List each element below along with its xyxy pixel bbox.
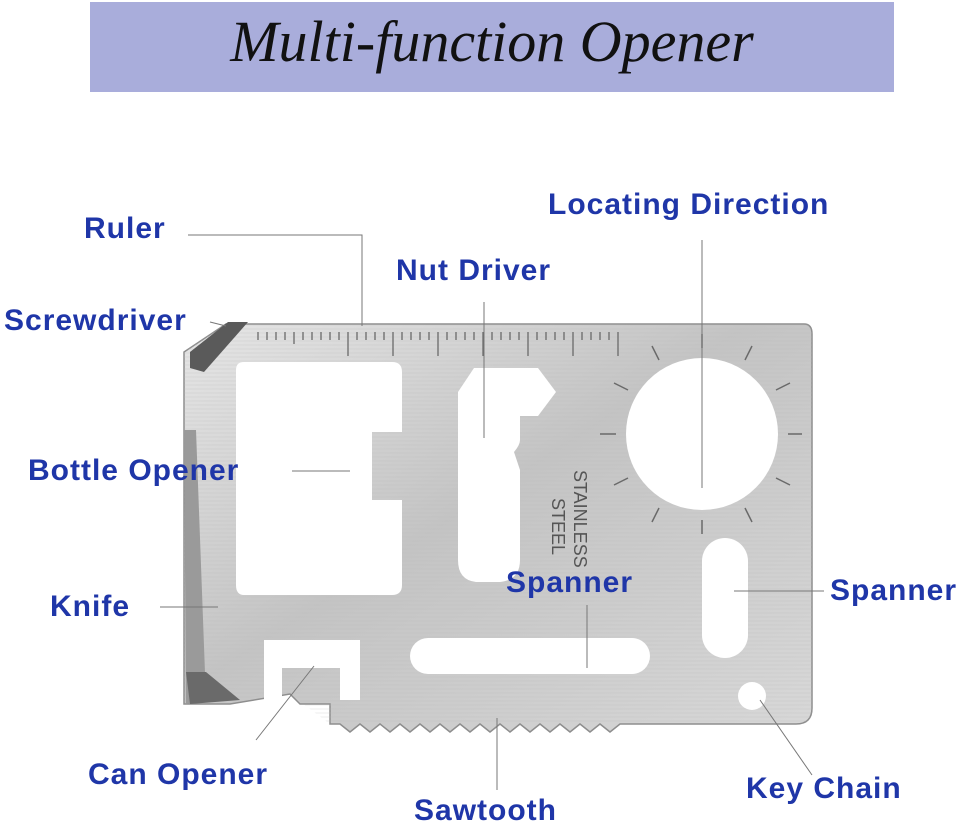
label-ruler: Ruler (84, 212, 166, 245)
label-key-chain: Key Chain (746, 772, 902, 805)
label-sawtooth: Sawtooth (414, 794, 557, 827)
engraving-line-1: STAINLESS (570, 470, 590, 568)
page-title: Multi-function Opener (230, 9, 754, 74)
card-body (183, 323, 813, 733)
leader-lines (160, 234, 824, 790)
label-spanner-center: Spanner (506, 566, 634, 599)
stainless-steel-engraving: STAINLESS STEEL (548, 470, 590, 568)
knife-edge (184, 430, 206, 704)
label-can-opener: Can Opener (88, 758, 269, 791)
label-locating-direction: Locating Direction (548, 188, 830, 221)
title-banner: Multi-function Opener (90, 2, 894, 92)
screwdriver-bevel (190, 322, 248, 372)
label-nut-driver: Nut Driver (396, 254, 552, 287)
label-screwdriver: Screwdriver (4, 304, 187, 337)
label-bottle-opener: Bottle Opener (28, 454, 240, 487)
label-spanner-right: Spanner (830, 574, 958, 607)
label-knife: Knife (50, 590, 130, 623)
engraving-line-2: STEEL (548, 498, 568, 555)
compass-rays (600, 334, 802, 534)
knife-tip (186, 672, 240, 704)
ruler-ticks (257, 332, 619, 356)
